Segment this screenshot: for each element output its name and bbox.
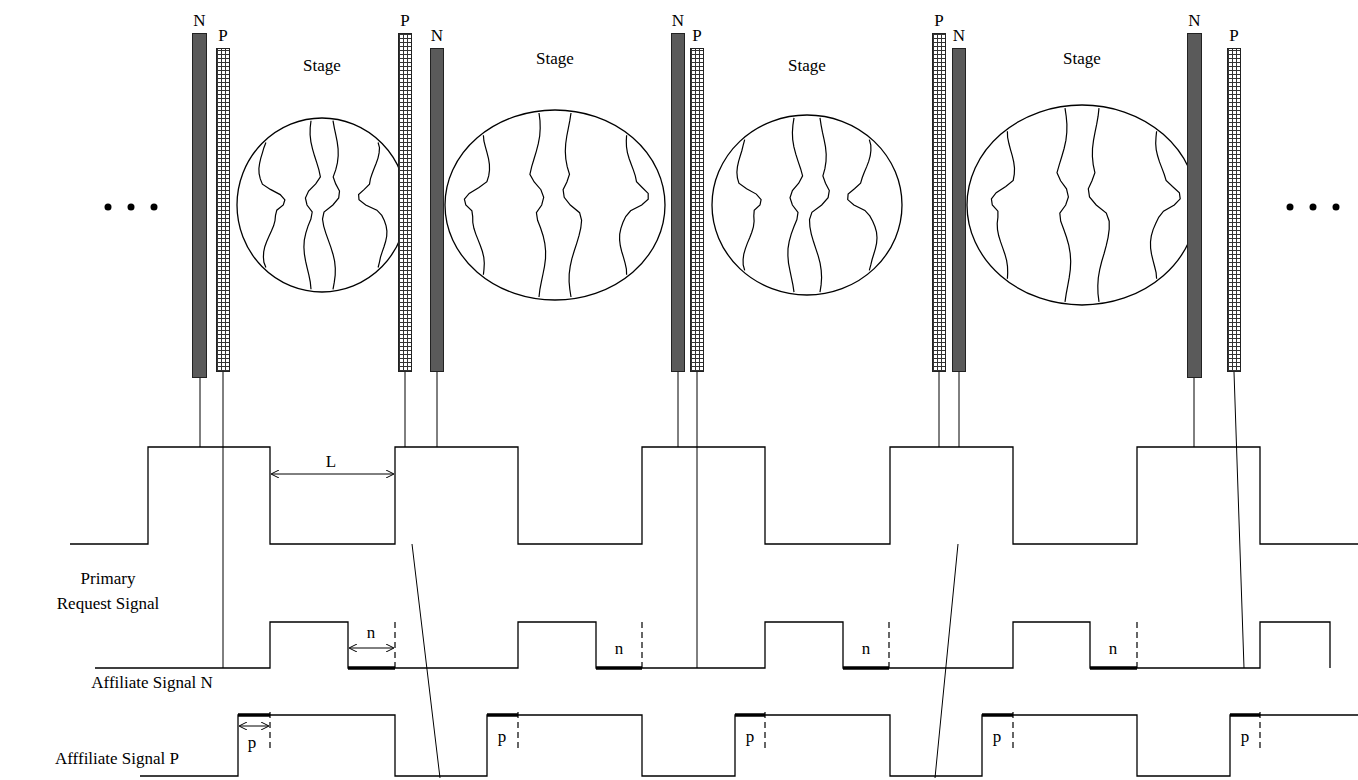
p-electrode <box>932 33 946 372</box>
grain-boundary <box>991 131 1014 279</box>
signal-name: Afffiliate Signal P <box>37 746 197 771</box>
electrode-label: P <box>680 26 714 46</box>
primary-request-signal <box>70 447 1358 544</box>
stage-outline <box>443 49 667 302</box>
electrode-label: N <box>420 26 454 46</box>
interval-label: n <box>1103 636 1123 661</box>
grain-boundary <box>848 140 877 271</box>
n-electrode <box>671 33 685 372</box>
stage-ellipse-outline <box>445 110 665 300</box>
stage-ellipse: Stage <box>710 56 904 297</box>
electrode-label: P <box>388 11 422 31</box>
electrode-label: P <box>1217 26 1251 46</box>
interval-label: p <box>242 730 262 755</box>
stage-label: Stage <box>710 56 904 76</box>
grain-boundary <box>464 135 489 275</box>
n-electrode <box>192 33 207 378</box>
affiliate-signal-n <box>95 622 1330 668</box>
stage-ellipse-outline <box>967 105 1197 305</box>
grain-boundary <box>563 113 582 297</box>
interval-label: p <box>987 724 1007 749</box>
electrode-bar: P <box>680 26 714 372</box>
grain-boundary <box>304 121 321 290</box>
dimension-arrows <box>240 474 393 726</box>
stage-label: Stage <box>443 49 667 69</box>
electrode-bar: N <box>182 11 217 378</box>
n-electrode <box>1187 33 1202 378</box>
electrode-bar: P <box>206 26 240 372</box>
electrode-bar: N <box>1177 11 1212 378</box>
interval-label: n <box>609 636 629 661</box>
grain-boundary <box>359 143 387 268</box>
bold-intervals <box>238 668 1260 715</box>
grain-boundary <box>1057 108 1071 302</box>
n-electrode <box>952 48 966 372</box>
grain-boundary <box>1151 131 1181 279</box>
stage-outline <box>965 49 1199 307</box>
electrode-label: N <box>661 11 695 31</box>
interval-label: p <box>740 724 760 749</box>
electrode-leads <box>200 372 1244 778</box>
stage-ellipse-outline <box>712 115 902 295</box>
grain-boundary <box>530 113 546 297</box>
stage-outline <box>235 56 409 294</box>
p-electrode <box>1227 48 1241 372</box>
interval-label: n <box>856 636 876 661</box>
interval-label: p <box>1235 724 1255 749</box>
electrode-label: P <box>206 26 240 46</box>
electrode-label: P <box>922 11 956 31</box>
affiliate-signal-p <box>140 715 1358 776</box>
grain-boundary <box>323 121 340 290</box>
stage-outline <box>710 56 904 297</box>
dashed-markers <box>270 622 1260 750</box>
grain-boundary <box>788 118 803 292</box>
stage-label: Stage <box>965 49 1199 69</box>
electrode-label: N <box>1177 11 1212 31</box>
signal-name: Affiliate Signal N <box>77 670 227 695</box>
grain-boundary <box>737 140 761 271</box>
p-electrode <box>216 48 230 372</box>
stage-ellipse-outline <box>237 118 407 292</box>
stage-ellipse: Stage <box>235 56 409 294</box>
stage-ellipse: Stage <box>443 49 667 302</box>
grain-boundary <box>259 143 285 268</box>
electrode-bar: P <box>922 11 956 372</box>
signal-name: Primary Request Signal <box>55 566 161 616</box>
stage-ellipse: Stage <box>965 49 1199 307</box>
electrode-label: N <box>942 26 976 46</box>
grain-boundary <box>810 118 830 292</box>
n-electrode <box>430 48 444 372</box>
electrode-label: N <box>182 11 217 31</box>
p-electrode <box>690 48 704 372</box>
interval-label: p <box>492 724 512 749</box>
grain-boundary <box>620 135 649 275</box>
grain-boundary <box>1088 108 1109 302</box>
dimension-label: L <box>321 449 341 474</box>
p-electrode <box>398 33 412 372</box>
electrode-bar: P <box>388 11 422 372</box>
stage-label: Stage <box>235 56 409 76</box>
electrode-bar: P <box>1217 26 1251 372</box>
interval-label: n <box>361 620 381 645</box>
